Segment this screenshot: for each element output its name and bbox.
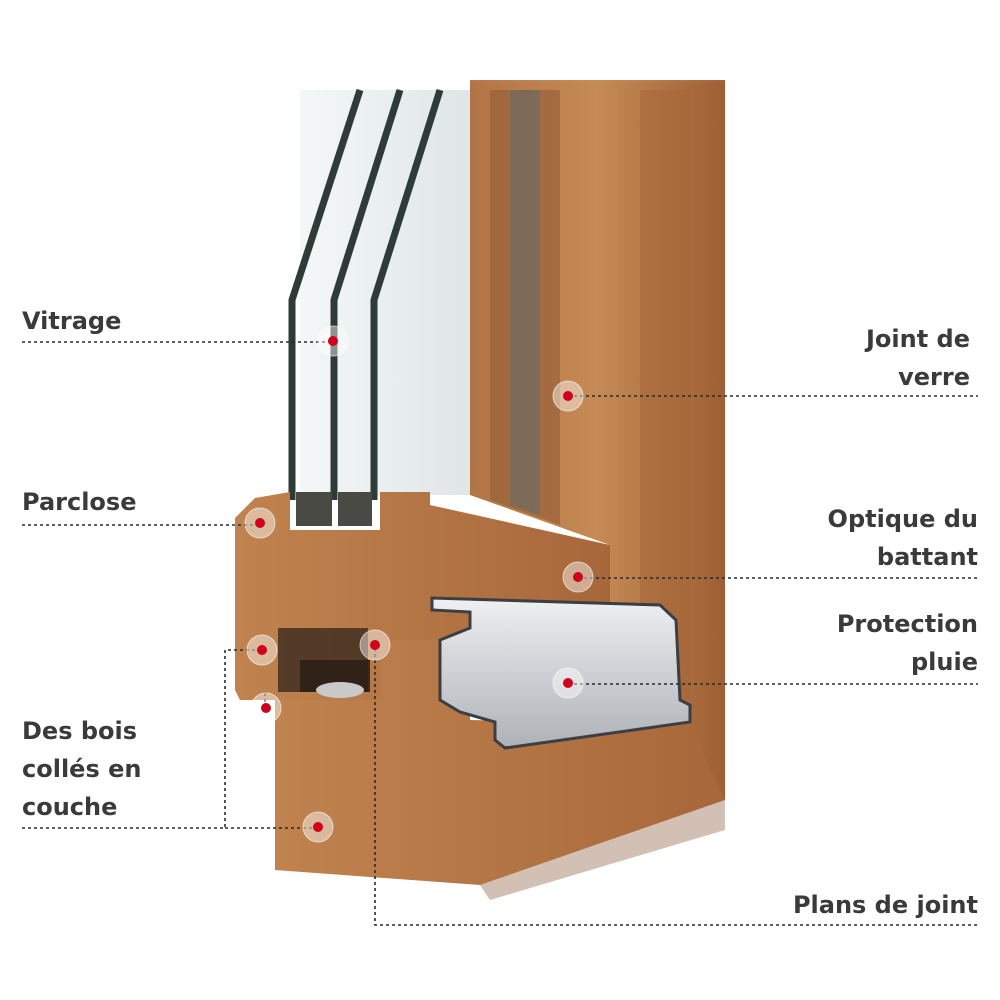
- marker-bois-upper: [246, 634, 278, 666]
- marker-plans-lower: [250, 692, 282, 724]
- label-vitrage: Vitrage: [22, 307, 122, 335]
- callout-markers: [244, 325, 594, 843]
- label-bois-colles: Des bois collés en couche: [22, 717, 142, 821]
- marker-parclose: [244, 507, 276, 539]
- label-parclose: Parclose: [22, 488, 137, 516]
- marker-vitrage: [317, 325, 349, 357]
- marker-bois-lower: [302, 811, 334, 843]
- lower-frame: [275, 640, 725, 900]
- sash-profile: [235, 492, 610, 700]
- marker-protection: [552, 667, 584, 699]
- top-fade: [0, 0, 1000, 380]
- label-optique: Optique du battant: [827, 505, 978, 571]
- marker-joint-verre: [552, 380, 584, 412]
- label-joint-verre: Joint de verre: [865, 325, 970, 391]
- label-plans-joint: Plans de joint: [792, 891, 978, 919]
- marker-plans-upper: [359, 629, 391, 661]
- marker-optique: [562, 561, 594, 593]
- label-protection: Protection pluie: [836, 610, 978, 676]
- rain-protection-profile: [430, 596, 692, 750]
